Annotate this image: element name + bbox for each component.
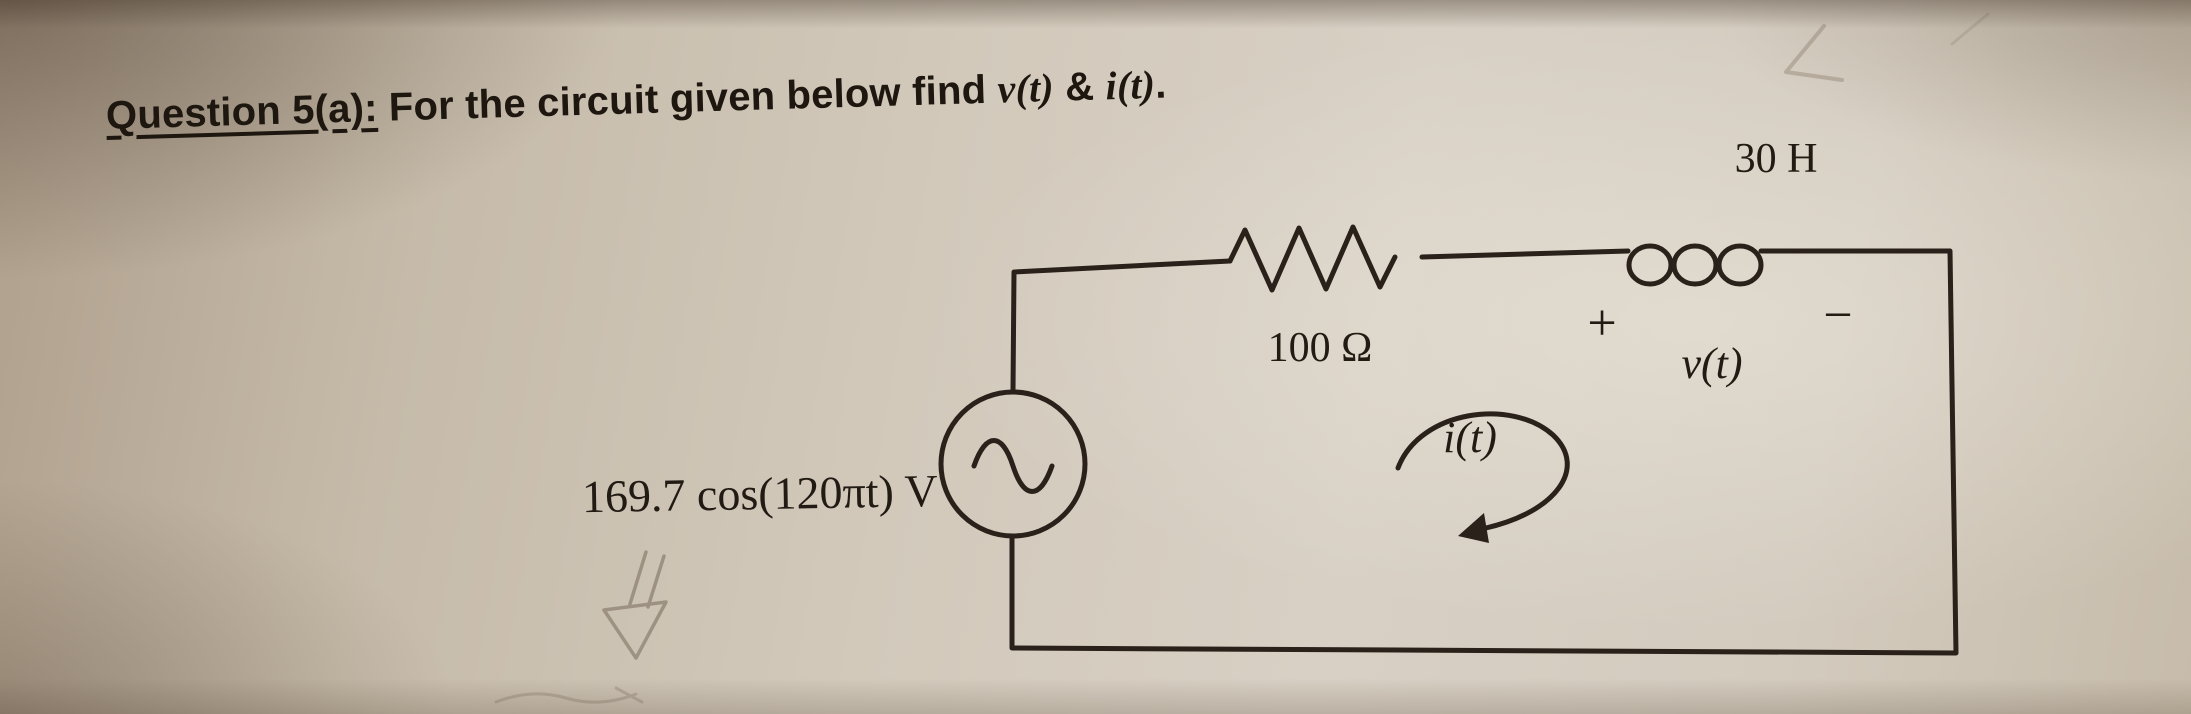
current-arrow-curve	[1395, 411, 1570, 531]
pencil-arrow-shaft	[628, 550, 666, 609]
current-arrow	[1395, 411, 1570, 543]
voltage-plus-sign: +	[1587, 295, 1616, 352]
resistor-value-label: 100 Ω	[1268, 325, 1373, 371]
circuit-wire	[1009, 248, 1959, 656]
inductor-loop	[1716, 243, 1764, 287]
voltage-name-label: v(t)	[1681, 339, 1742, 388]
ground-pencil-sketch	[602, 550, 668, 660]
circuit-wire	[1419, 248, 1631, 260]
current-name-label: i(t)	[1443, 413, 1497, 462]
pencil-scribble-bottom	[494, 686, 644, 704]
source-value-label: 169.7 cos(120πt) V	[581, 465, 938, 522]
sine-wave-icon	[971, 438, 1055, 494]
voltage-source-symbol	[938, 389, 1088, 539]
source-circle	[938, 389, 1088, 539]
inductor-symbol	[1626, 243, 1764, 287]
pencil-arrowhead	[602, 600, 668, 660]
inductor-loop	[1671, 243, 1719, 287]
inductor-value-label: 30 H	[1735, 136, 1818, 182]
pencil-mark-top-right	[1784, 24, 1844, 82]
resistor-symbol	[1227, 224, 1398, 293]
pencil-mark-corner	[1950, 12, 1990, 46]
circuit-wire	[1010, 258, 1233, 394]
voltage-minus-sign: −	[1823, 287, 1852, 344]
inductor-loop	[1626, 243, 1674, 287]
current-arrowhead	[1458, 513, 1489, 543]
